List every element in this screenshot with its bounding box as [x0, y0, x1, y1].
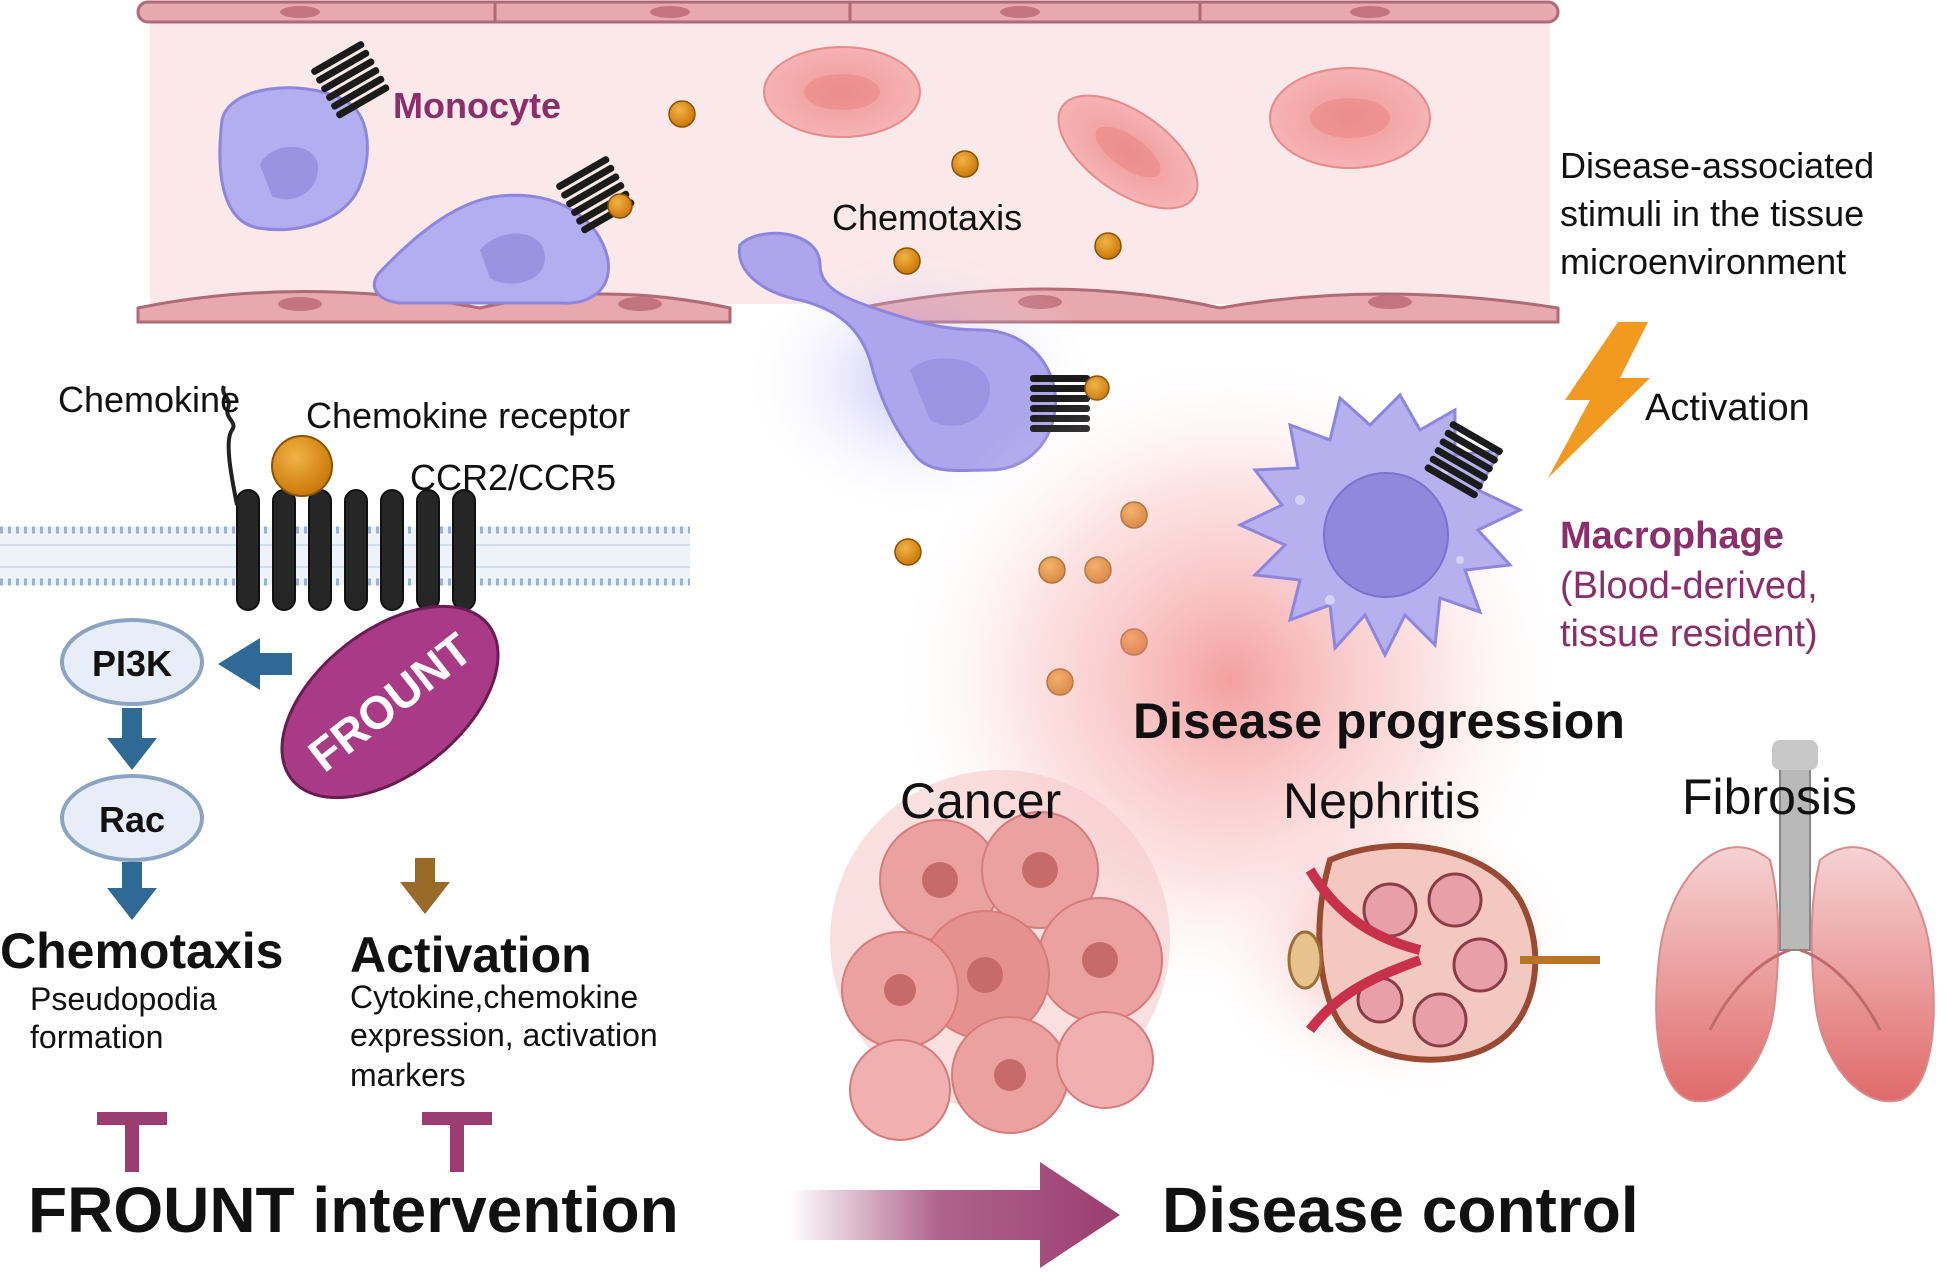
- cancer-illustration: [830, 770, 1170, 1141]
- rac-label: Rac: [99, 799, 165, 840]
- activation-label: Activation: [1645, 387, 1810, 429]
- lightning-bolt-icon: [1548, 322, 1650, 478]
- fibrosis-label: Fibrosis: [1682, 769, 1857, 825]
- chemokine-receptor-label: Chemokine receptor: [306, 395, 630, 436]
- macrophage-line2: tissue resident): [1560, 613, 1818, 655]
- monocyte-label: Monocyte: [393, 85, 561, 126]
- red-blood-cell: [763, 46, 921, 138]
- activation-desc-line1: Cytokine,chemokine: [350, 979, 638, 1015]
- activation-desc-line2: expression, activation: [350, 1017, 658, 1053]
- arrow-to-activation: [400, 858, 450, 914]
- arrow-pi3k-to-rac: [107, 708, 157, 770]
- chemokine-ball: [271, 435, 333, 497]
- pi3k-label: PI3K: [92, 643, 172, 684]
- macrophage-line1: (Blood-derived,: [1560, 565, 1818, 607]
- monocyte-cell: [218, 86, 369, 232]
- monocyte-cell: [372, 193, 610, 305]
- chemotaxis-title: Chemotaxis: [0, 923, 283, 979]
- macrophage-title: Macrophage: [1560, 515, 1784, 557]
- ccr-receptor: [236, 489, 476, 611]
- red-blood-cell: [1057, 94, 1199, 210]
- ccr-name-label: CCR2/CCR5: [410, 457, 616, 498]
- disease-control-arrow: [790, 1162, 1120, 1268]
- chemotaxis-desc-line2: formation: [30, 1019, 163, 1055]
- nephritis-illustration: [1200, 800, 1600, 1100]
- arrow-rac-to-chemotaxis: [107, 862, 157, 920]
- red-blood-cell: [1269, 67, 1431, 169]
- receptor-tail: [221, 385, 239, 506]
- chemokine-receptor: [1424, 421, 1503, 499]
- chemokine-receptor: [311, 41, 390, 119]
- activation-title: Activation: [350, 927, 592, 983]
- frount-intervention-label: FROUNT intervention: [28, 1174, 679, 1246]
- activation-desc-line3: markers: [350, 1057, 466, 1093]
- macrophage-cell: [1236, 392, 1524, 659]
- arrow-frount-to-pi3k: [218, 638, 292, 690]
- frount-protein: FROUNT: [280, 604, 500, 800]
- fibrosis-lungs-illustration: [1655, 740, 1935, 1103]
- cancer-label: Cancer: [900, 773, 1061, 829]
- chemokine-label: Chemokine: [58, 379, 240, 420]
- inhibition-symbol: [422, 1112, 492, 1172]
- stimuli-line2: stimuli in the tissue: [1560, 193, 1864, 234]
- stimuli-line3: microenvironment: [1560, 241, 1846, 282]
- rac-node: Rac: [60, 774, 204, 862]
- disease-control-label: Disease control: [1162, 1174, 1639, 1246]
- vessel-top-wall: [136, 0, 1560, 24]
- chemotaxis-vessel-label: Chemotaxis: [832, 197, 1022, 238]
- pi3k-node: PI3K: [60, 618, 204, 706]
- disease-progression-label: Disease progression: [1133, 693, 1625, 749]
- chemokine-ball: [607, 193, 633, 219]
- nephritis-label: Nephritis: [1283, 773, 1480, 829]
- stimuli-line1: Disease-associated: [1560, 145, 1874, 186]
- chemotaxis-desc-line1: Pseudopodia: [30, 981, 217, 1017]
- migrating-monocyte: [737, 231, 1058, 473]
- inhibition-symbol: [97, 1112, 167, 1172]
